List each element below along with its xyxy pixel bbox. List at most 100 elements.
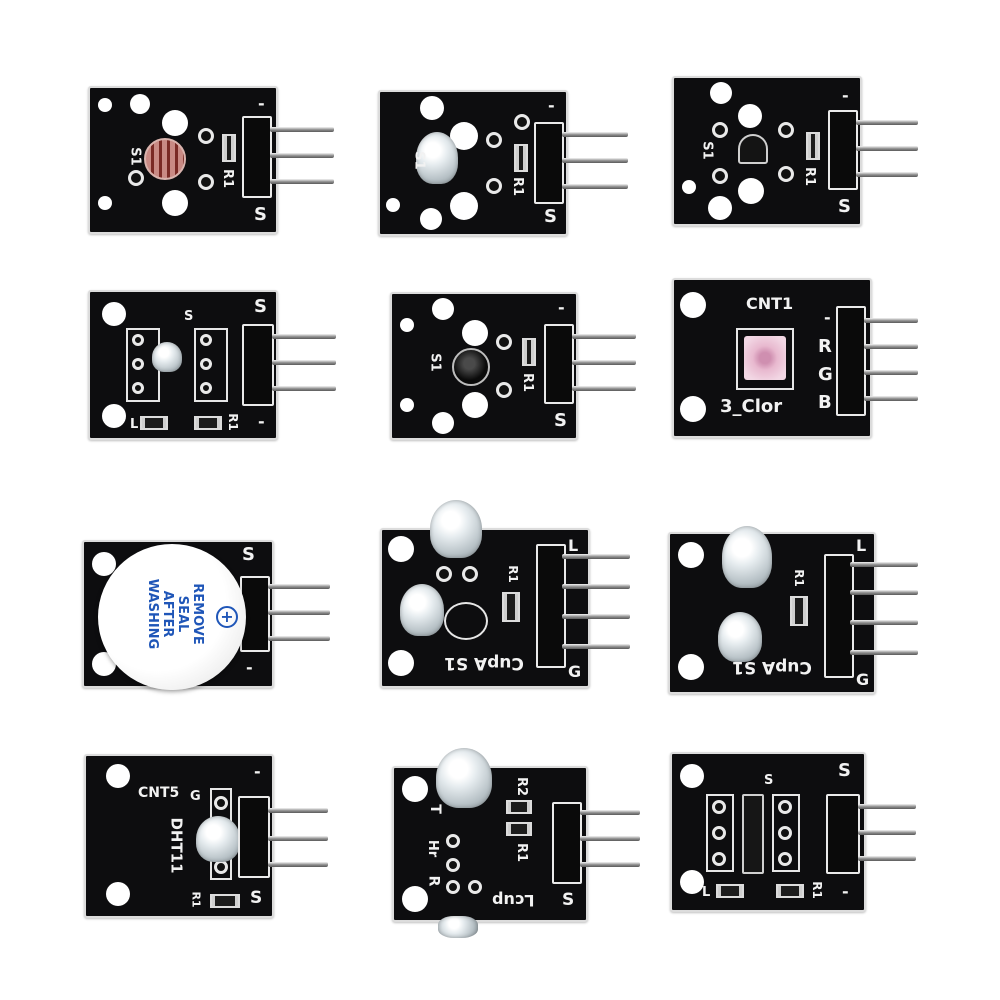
mounting-hole xyxy=(386,198,400,212)
resistor-r1 xyxy=(222,134,236,162)
pad-ring xyxy=(200,382,212,394)
pad-hole xyxy=(450,192,478,220)
label-minus: - xyxy=(824,308,831,327)
header-pin xyxy=(272,334,336,339)
pad-ring xyxy=(486,178,502,194)
header-pin xyxy=(268,584,330,589)
label-g: G xyxy=(190,789,201,804)
header-pin xyxy=(864,318,918,323)
header-pin xyxy=(856,146,918,151)
label-minus: - xyxy=(558,298,565,317)
resistor-r1 xyxy=(506,822,532,836)
resistor-l xyxy=(716,884,744,898)
mounting-hole xyxy=(106,882,130,906)
resistor-r1 xyxy=(776,884,804,898)
mounting-hole xyxy=(388,650,414,676)
component-outline xyxy=(736,328,794,390)
led-icon xyxy=(152,342,182,372)
header-pin xyxy=(562,584,630,589)
pad-hole xyxy=(738,178,764,204)
pad-ring xyxy=(132,358,144,370)
label-g: G xyxy=(856,670,870,689)
label-title: CNT5 xyxy=(138,785,180,801)
mounting-hole xyxy=(400,318,414,332)
pad-ring xyxy=(778,826,792,840)
sensor-led-icon xyxy=(438,916,478,938)
pad-hole xyxy=(420,208,442,230)
pad-hole xyxy=(462,392,488,418)
header-pin xyxy=(562,158,628,163)
mounting-hole xyxy=(680,764,704,788)
header-pin xyxy=(864,396,918,401)
sticker-line: REMOVE xyxy=(190,583,205,645)
label-l: L xyxy=(702,885,711,900)
label-s: S xyxy=(254,296,267,317)
label-r1: R1 xyxy=(505,565,520,583)
mounting-hole xyxy=(680,396,706,422)
header-pin xyxy=(270,179,334,184)
pin-header xyxy=(242,116,272,198)
mounting-hole xyxy=(98,196,112,210)
pad-ring xyxy=(436,566,452,582)
ir-receiver-led-icon xyxy=(718,612,762,662)
label-r1: R1 xyxy=(514,842,530,863)
label-s: S xyxy=(242,544,255,565)
pin-header xyxy=(242,324,274,406)
pad-hole xyxy=(162,190,188,216)
mounting-hole xyxy=(680,292,706,318)
header-pin xyxy=(856,172,918,177)
pad-ring xyxy=(214,860,228,874)
header-pin xyxy=(858,830,916,835)
pad-ring xyxy=(446,880,460,894)
pad-ring xyxy=(132,382,144,394)
pad-ring xyxy=(496,382,512,398)
pad-hole xyxy=(710,82,732,104)
label-t: T xyxy=(426,804,443,814)
transistor-icon xyxy=(738,134,768,164)
label-s-top: S xyxy=(764,773,774,788)
label-s: S xyxy=(554,410,567,431)
header-pin xyxy=(580,836,640,841)
pcb-board: CNT1 3_Clor - R G B xyxy=(672,278,872,438)
label-g: G xyxy=(818,364,833,385)
dht11-sensor-icon xyxy=(196,816,240,862)
label-minus: - xyxy=(548,96,555,115)
pad-ring xyxy=(128,170,144,186)
pad-ring xyxy=(446,834,460,848)
label-s: S xyxy=(254,204,267,225)
mounting-hole xyxy=(680,870,704,894)
pad-ring xyxy=(446,858,460,872)
mounting-hole xyxy=(678,542,704,568)
label-minus: - xyxy=(842,882,849,901)
header-pin xyxy=(268,808,328,813)
header-pin xyxy=(562,184,628,189)
pin-header xyxy=(544,324,574,404)
header-pin xyxy=(572,360,636,365)
component-outline xyxy=(772,794,800,872)
pad-ring xyxy=(486,132,502,148)
pin-header xyxy=(836,306,866,416)
mounting-hole xyxy=(106,764,130,788)
pcb-board: R1 CupA S1 L G xyxy=(668,532,876,694)
mounting-hole xyxy=(400,398,414,412)
resistor-r2 xyxy=(506,800,532,814)
header-pin xyxy=(272,360,336,365)
header-pin xyxy=(562,644,630,649)
label-cup: Lcup xyxy=(492,891,535,910)
header-pin xyxy=(268,610,330,615)
label-sub: 3_Clor xyxy=(720,396,783,417)
header-pin xyxy=(270,153,334,158)
header-pin xyxy=(562,554,630,559)
label-title: CNT1 xyxy=(746,294,794,313)
pin-header xyxy=(534,122,564,204)
label-s1: S1 xyxy=(411,151,427,170)
pad-ring xyxy=(712,826,726,840)
pad-ring xyxy=(198,128,214,144)
pad-ring xyxy=(712,800,726,814)
photoresistor-icon xyxy=(144,138,186,180)
pad-hole xyxy=(432,412,454,434)
label-r: R xyxy=(425,875,442,887)
pin-header xyxy=(828,110,858,190)
mounting-hole xyxy=(678,654,704,680)
pad-ring xyxy=(712,852,726,866)
